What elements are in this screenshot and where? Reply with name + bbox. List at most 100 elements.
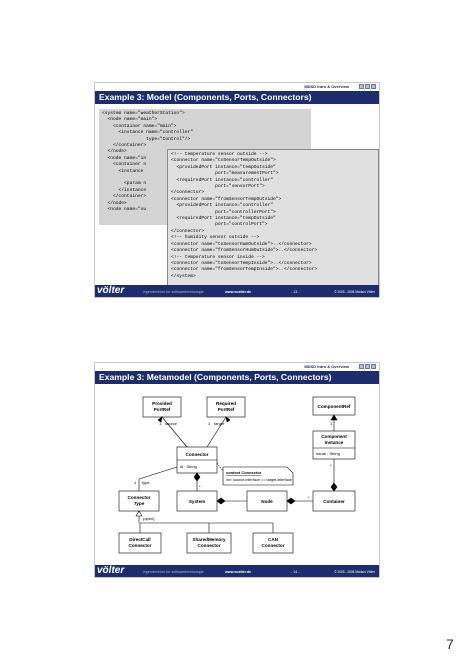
code-line: </instance	[102, 187, 147, 193]
code-line: <instance name="controller"	[102, 130, 193, 136]
label-required-1: Required	[216, 401, 236, 406]
mult-componentref: 1	[330, 421, 333, 426]
code-line: <connector name="toSensorTempOutside">	[171, 158, 276, 164]
mult-target: 1	[208, 421, 211, 426]
slide-header-strip: MDSD Intro & Overview	[95, 83, 379, 90]
slide-title-bar: Example 3: Model (Components, Ports, Con…	[95, 91, 379, 104]
label-can-2: Connector	[262, 543, 285, 548]
code-line: </system>	[171, 273, 196, 279]
label-node: Node	[261, 499, 273, 504]
label-directcall-2: Connector	[129, 543, 152, 548]
ocl-context: context Connector	[226, 470, 262, 475]
class-component-instance	[312, 430, 356, 460]
label-connector-type-2: Type	[134, 501, 145, 506]
code-line: <requiredPort instance="tempOutside"	[171, 216, 276, 222]
nav-square-icon	[365, 84, 370, 89]
label-required-2: PortRef	[218, 407, 235, 412]
uml-metamodel-diagram: Provided PortRef Required PortRef Compon…	[118, 396, 356, 554]
code-line: <connector name="fromSensorTempOutside">	[171, 196, 282, 202]
composition-diamond	[193, 472, 201, 482]
label-container: Container	[323, 499, 345, 504]
code-line: </connector>	[171, 190, 205, 196]
code-line: port="measurementPort">	[171, 171, 279, 177]
composition-diamond	[216, 497, 226, 505]
role-target: target	[214, 421, 225, 426]
arrowhead	[225, 416, 231, 423]
code-line: port="controllerPort">	[171, 209, 276, 215]
code-line: <node name="in	[102, 155, 147, 161]
code-line: </connector>	[171, 228, 205, 234]
footer-page-number: - 14 -	[291, 570, 300, 574]
code-line: </container>	[102, 143, 147, 149]
footer-url: www.voelter.de	[225, 290, 252, 294]
mult-connectors: *	[199, 484, 201, 489]
role-source: source	[165, 421, 178, 426]
code-line: <!-- temperature sensor inside -->	[171, 254, 265, 260]
label-provided-1: Provided	[152, 401, 172, 406]
mult-instances: *	[330, 463, 332, 468]
nav-square-icon	[371, 84, 376, 89]
slide-header-strip: MDSD Intro & Overview	[95, 363, 379, 370]
nav-icons	[359, 84, 376, 89]
slide-footer: völter ingenieurbüro für softwaretechnol…	[95, 285, 379, 297]
footer-tagline: ingenieurbüro für softwaretechnologie	[143, 290, 204, 294]
label-directcall-1: DirectCall	[129, 537, 150, 542]
voelter-logo: völter	[97, 565, 125, 576]
composition-diamond	[286, 497, 296, 505]
attr-component-instance: name : String	[316, 451, 340, 456]
assoc-source	[161, 416, 188, 448]
ocl-invariant: inv: source.interface == target.interfac…	[226, 478, 292, 482]
code-line: </node>	[102, 149, 127, 155]
code-line: <connector name="toSensorTempInside">..<…	[171, 260, 312, 266]
mult-type: 1	[134, 480, 137, 485]
nav-icons	[359, 364, 376, 369]
composition-diamond	[330, 482, 338, 492]
code-line: <param n	[102, 181, 147, 187]
slide-title: Example 3: Metamodel (Components, Ports,…	[99, 372, 332, 382]
xml-code-front: <!-- temperature sensor outside --><conn…	[167, 149, 379, 287]
code-line: <system name="weatherStation">	[102, 111, 185, 116]
code-line: <container name="main">	[102, 123, 177, 129]
slide-title-bar: Example 3: Metamodel (Components, Ports,…	[95, 371, 379, 384]
slide-footer: völter ingenieurbüro für softwaretechnol…	[95, 565, 379, 577]
code-line: <connector name="fromSensorTempInside">.…	[171, 267, 318, 273]
code-line: <node name="ou	[102, 207, 147, 213]
role-type: type	[142, 480, 150, 485]
label-sharedmemory-1: SharedMemory	[192, 537, 226, 542]
code-line: port="sensorPort">	[171, 184, 265, 190]
code-line: <node name="main">	[102, 117, 158, 123]
slide-title: Example 3: Model (Components, Ports, Con…	[99, 92, 312, 102]
mult-source: 1	[159, 421, 162, 426]
code-line: <requiredPort instance="controller"	[171, 177, 274, 183]
note-anchor	[216, 462, 224, 472]
code-line: <!-- temperature sensor outside -->	[171, 152, 268, 157]
mult-containers: *	[308, 495, 310, 500]
ocl-note	[222, 466, 294, 486]
slide-metamodel: MDSD Intro & Overview Example 3: Metamod…	[94, 362, 380, 578]
section-label: MDSD Intro & Overview	[304, 364, 349, 369]
assoc-type-link	[138, 466, 178, 480]
footer-url: www.voelter.de	[225, 570, 252, 574]
generalization-arrow	[135, 510, 143, 517]
code-line: <providedPort instance="tempOutside"	[171, 164, 276, 170]
nav-square-icon	[365, 364, 370, 369]
label-system: System	[189, 499, 205, 504]
code-line: port="controlPort">	[171, 222, 268, 228]
nav-square-icon	[371, 364, 376, 369]
code-line: <instance	[102, 168, 144, 174]
label-component-instance-2: Instance	[325, 440, 344, 445]
voelter-logo: völter	[97, 285, 125, 296]
code-line: <connector name="toSensorHumOutside">..<…	[171, 241, 312, 247]
code-line: </container>	[102, 194, 147, 200]
arrowhead	[330, 414, 338, 421]
footer-copyright: © 2005 - 2006 Markus Völter	[334, 290, 375, 294]
code-line: </node>	[102, 200, 127, 206]
footer-tagline: ingenieurbüro für softwaretechnologie	[143, 570, 204, 574]
footer-copyright: © 2005 - 2006 Markus Völter	[334, 570, 375, 574]
constraint-open: {open}	[143, 516, 155, 521]
label-provided-2: PortRef	[154, 407, 171, 412]
attr-connector: id : String	[180, 464, 197, 469]
code-line: <connector name="fromSensorHumOutside">.…	[171, 248, 318, 254]
slide-model: MDSD Intro & Overview Example 3: Model (…	[94, 82, 380, 298]
label-connector: Connector	[186, 452, 209, 457]
